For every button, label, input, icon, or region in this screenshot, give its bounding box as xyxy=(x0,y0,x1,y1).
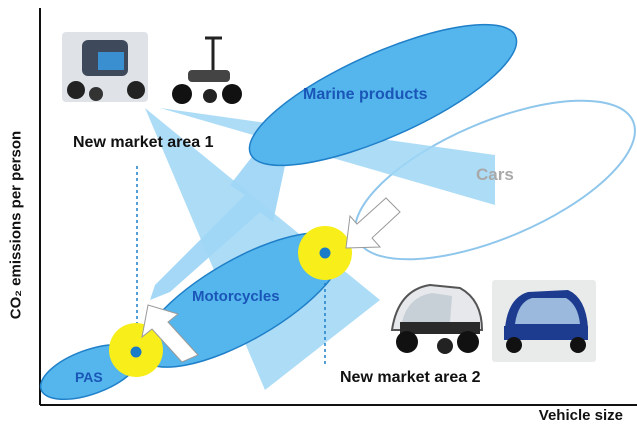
white-arrow-market2 xyxy=(345,197,401,249)
marine-products-label: Marine products xyxy=(303,86,428,103)
standing-scooter-vehicle-icon xyxy=(172,36,242,104)
y-axis-label: CO₂ emissions per person xyxy=(2,60,30,390)
compact-ev-car-icon xyxy=(390,283,484,354)
new-market-area-1-label: New market area 1 xyxy=(73,134,214,151)
y-axis-label-text: CO₂ emissions per person xyxy=(7,130,25,320)
small-electric-car-icon xyxy=(492,280,596,362)
pas-label: PAS xyxy=(75,369,103,385)
new-market-area-2-label: New market area 2 xyxy=(340,369,481,386)
white-arrow-market1 xyxy=(141,304,199,363)
motorcycles-label: Motorcycles xyxy=(192,288,280,305)
cars-label: Cars xyxy=(476,165,514,184)
x-axis-label: Vehicle size xyxy=(538,407,623,424)
marine-products-region xyxy=(248,23,518,167)
four-wheel-mobility-vehicle-icon xyxy=(62,32,148,102)
market2-dot xyxy=(319,247,331,259)
market1-dot xyxy=(130,346,142,358)
